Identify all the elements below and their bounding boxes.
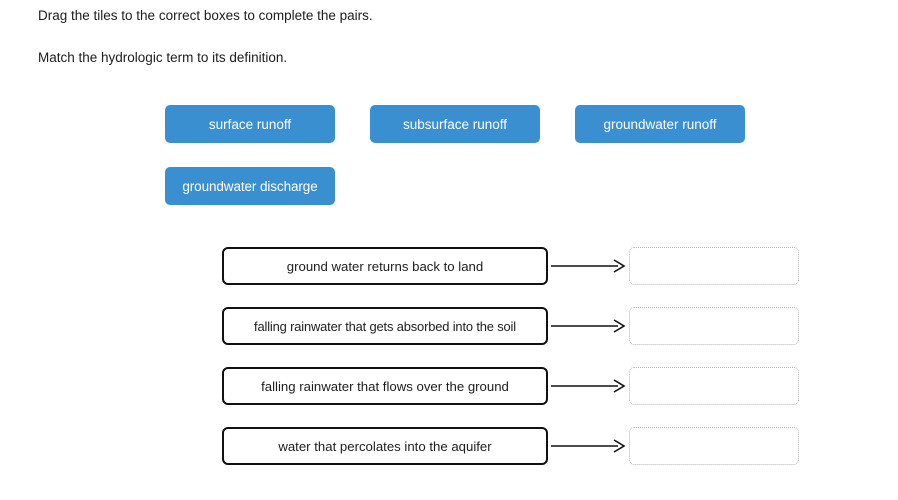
arrow-right-icon: [548, 427, 629, 465]
dropzone-3[interactable]: [629, 367, 799, 405]
tile-row-2: groundwater discharge: [165, 167, 765, 205]
definition-box-4: water that percolates into the aquifer: [222, 427, 548, 465]
arrow-right-icon: [548, 367, 629, 405]
tile-row-1: surface runoff subsurface runoff groundw…: [165, 105, 765, 143]
dropzone-2[interactable]: [629, 307, 799, 345]
tile-groundwater-runoff[interactable]: groundwater runoff: [575, 105, 745, 143]
arrow-right-icon: [548, 247, 629, 285]
definition-box-1: ground water returns back to land: [222, 247, 548, 285]
definition-box-3: falling rainwater that flows over the gr…: [222, 367, 548, 405]
dropzone-1[interactable]: [629, 247, 799, 285]
instruction-match-prompt: Match the hydrologic term to its definit…: [38, 50, 288, 65]
tile-groundwater-discharge[interactable]: groundwater discharge: [165, 167, 335, 205]
definition-box-2: falling rainwater that gets absorbed int…: [222, 307, 548, 345]
match-row: ground water returns back to land: [222, 247, 799, 285]
tile-surface-runoff[interactable]: surface runoff: [165, 105, 335, 143]
instruction-drag-tiles: Drag the tiles to the correct boxes to c…: [38, 8, 373, 23]
match-row: falling rainwater that gets absorbed int…: [222, 307, 799, 345]
matching-area: ground water returns back to land fallin…: [222, 247, 799, 465]
tile-subsurface-runoff[interactable]: subsurface runoff: [370, 105, 540, 143]
tile-tray: surface runoff subsurface runoff groundw…: [165, 105, 765, 205]
instructions-block: Drag the tiles to the correct boxes to c…: [38, 7, 858, 66]
dropzone-4[interactable]: [629, 427, 799, 465]
arrow-right-icon: [548, 307, 629, 345]
match-row: water that percolates into the aquifer: [222, 427, 799, 465]
match-row: falling rainwater that flows over the gr…: [222, 367, 799, 405]
